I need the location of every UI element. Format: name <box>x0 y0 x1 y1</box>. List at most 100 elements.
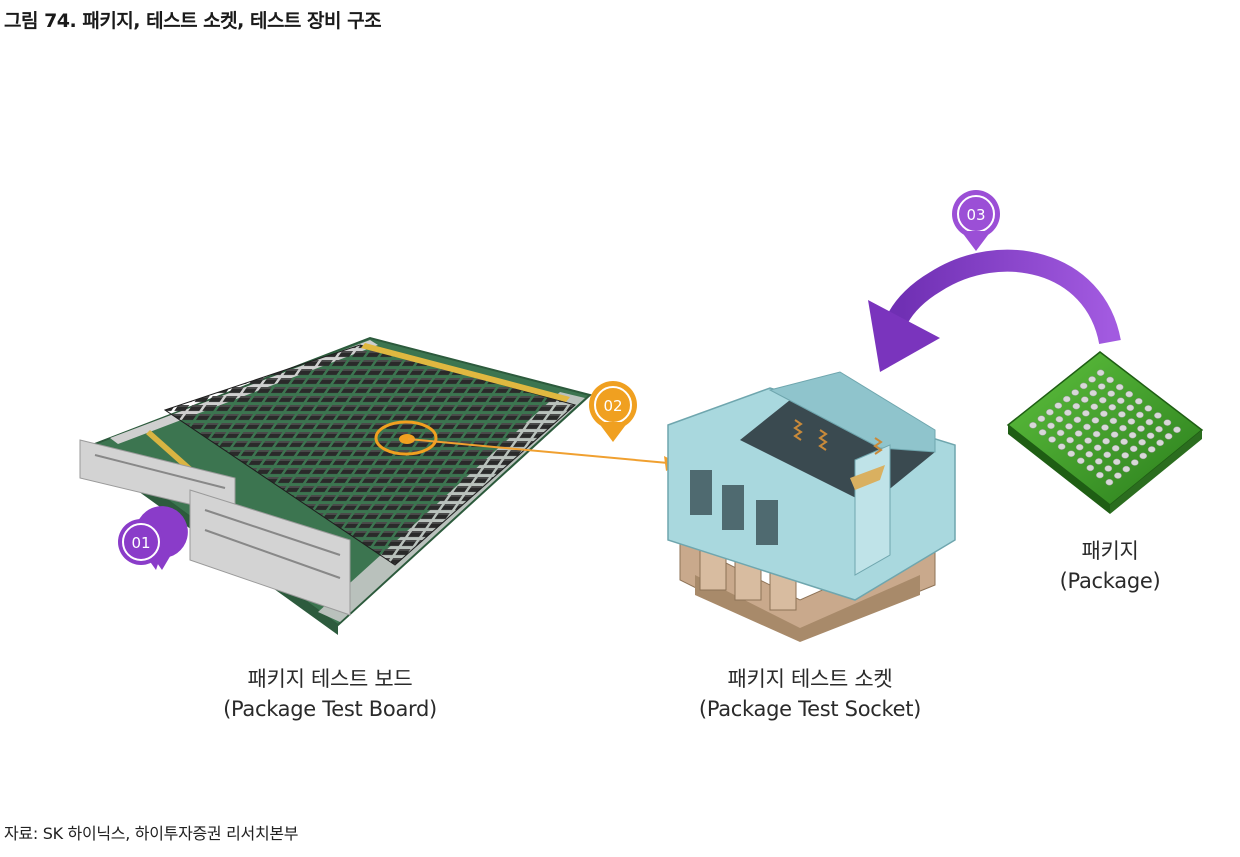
package-solder-balls <box>1029 369 1181 486</box>
solder-ball <box>1038 429 1047 436</box>
caption-test-socket-ko: 패키지 테스트 소켓 <box>727 667 893 691</box>
solder-ball <box>1145 418 1154 426</box>
solder-ball <box>1130 459 1139 466</box>
caption-test-socket: 패키지 테스트 소켓 (Package Test Socket) <box>660 664 960 724</box>
caption-test-board: 패키지 테스트 보드 (Package Test Board) <box>185 664 475 724</box>
caption-package-en: (Package) <box>1059 569 1161 593</box>
solder-ball <box>1138 439 1146 446</box>
solder-ball <box>1115 383 1124 391</box>
solder-ball <box>1111 445 1120 452</box>
solder-ball <box>1118 411 1126 418</box>
solder-ball <box>1062 395 1071 403</box>
solder-ball <box>1072 402 1081 410</box>
solder-ball <box>1139 452 1148 460</box>
solder-ball <box>1055 416 1064 423</box>
solder-ball <box>1076 457 1085 465</box>
solder-ball <box>1100 410 1108 418</box>
solder-ball <box>1048 436 1056 443</box>
solder-ball <box>1096 369 1105 377</box>
solder-ball <box>1080 396 1089 403</box>
solder-ball <box>1108 404 1117 411</box>
marker-03-label: 03 <box>966 206 985 224</box>
solder-ball <box>1064 409 1072 416</box>
solder-ball <box>1074 430 1083 437</box>
solder-ball <box>1029 422 1037 429</box>
solder-ball <box>1101 424 1109 431</box>
solder-ball <box>1066 436 1074 444</box>
solder-ball <box>1046 408 1054 416</box>
solder-ball <box>1134 398 1143 405</box>
solder-ball <box>1092 430 1101 438</box>
solder-ball <box>1122 465 1131 473</box>
solder-ball <box>1102 437 1110 445</box>
solder-ball <box>1091 417 1100 424</box>
caption-package: 패키지 (Package) <box>1020 536 1200 596</box>
solder-ball <box>1104 465 1113 472</box>
solder-ball <box>1085 451 1094 458</box>
solder-ball <box>1089 389 1098 397</box>
package-chip <box>1006 351 1204 514</box>
board-connector-strip <box>361 343 570 402</box>
socket-base <box>679 539 936 641</box>
solder-ball <box>1127 418 1136 425</box>
solder-ball <box>1071 389 1080 396</box>
solder-ball <box>1173 426 1181 433</box>
placement-arrow-head <box>868 300 940 372</box>
solder-ball <box>1136 411 1144 419</box>
solder-ball <box>1146 432 1155 439</box>
solder-ball <box>1147 446 1156 453</box>
board-highlight-dot <box>399 434 415 444</box>
solder-ball <box>1137 425 1145 432</box>
marker-02-label: 02 <box>603 397 622 415</box>
solder-ball <box>1093 444 1102 451</box>
solder-ball <box>1106 376 1114 384</box>
solder-ball <box>1128 431 1137 439</box>
solder-ball <box>1054 402 1063 409</box>
solder-ball <box>1119 424 1127 432</box>
marker-01-label: 01 <box>131 534 150 552</box>
solder-ball <box>1114 472 1122 479</box>
solder-ball <box>1112 458 1121 466</box>
solder-ball <box>1073 416 1082 424</box>
solder-ball <box>1121 452 1130 459</box>
solder-ball <box>1120 438 1128 445</box>
solder-ball <box>1126 404 1135 412</box>
marker-03: 03 <box>952 190 1000 251</box>
solder-ball <box>1164 433 1173 440</box>
solder-ball <box>1107 390 1116 397</box>
solder-ball <box>1116 397 1125 404</box>
caption-test-board-ko: 패키지 테스트 보드 <box>247 667 413 691</box>
solder-ball <box>1125 390 1134 398</box>
package-test-socket <box>667 371 956 642</box>
solder-ball <box>1129 445 1138 453</box>
solder-ball <box>1098 396 1107 404</box>
caption-package-ko: 패키지 <box>1081 539 1139 563</box>
solder-ball <box>1163 419 1172 426</box>
solder-ball <box>1105 478 1114 486</box>
solder-ball <box>1154 412 1162 419</box>
solder-ball <box>1037 415 1046 422</box>
solder-ball <box>1057 443 1066 450</box>
solder-ball <box>1144 405 1153 412</box>
board-highlight-ring <box>374 420 438 456</box>
solder-ball <box>1109 417 1118 425</box>
solder-ball <box>1094 458 1103 465</box>
package-test-board <box>79 336 593 635</box>
solder-ball <box>1096 471 1104 479</box>
solder-ball <box>1082 410 1090 417</box>
solder-ball <box>1086 464 1095 472</box>
solder-ball <box>1097 383 1106 390</box>
solder-ball <box>1156 439 1164 447</box>
placement-arrow <box>868 249 1121 372</box>
solder-ball <box>1047 422 1055 430</box>
solder-ball <box>1103 451 1112 459</box>
socket-back-wall <box>768 371 936 453</box>
solder-ball <box>1155 425 1163 433</box>
socket-latch <box>854 444 891 576</box>
socket-base-lower <box>695 575 920 642</box>
figure-source: 자료: SK 하이닉스, 하이투자증권 리서치본부 <box>4 824 299 843</box>
placement-arrow-arc <box>888 249 1121 345</box>
solder-ball <box>1056 429 1065 437</box>
caption-test-board-en: (Package Test Board) <box>223 697 437 721</box>
